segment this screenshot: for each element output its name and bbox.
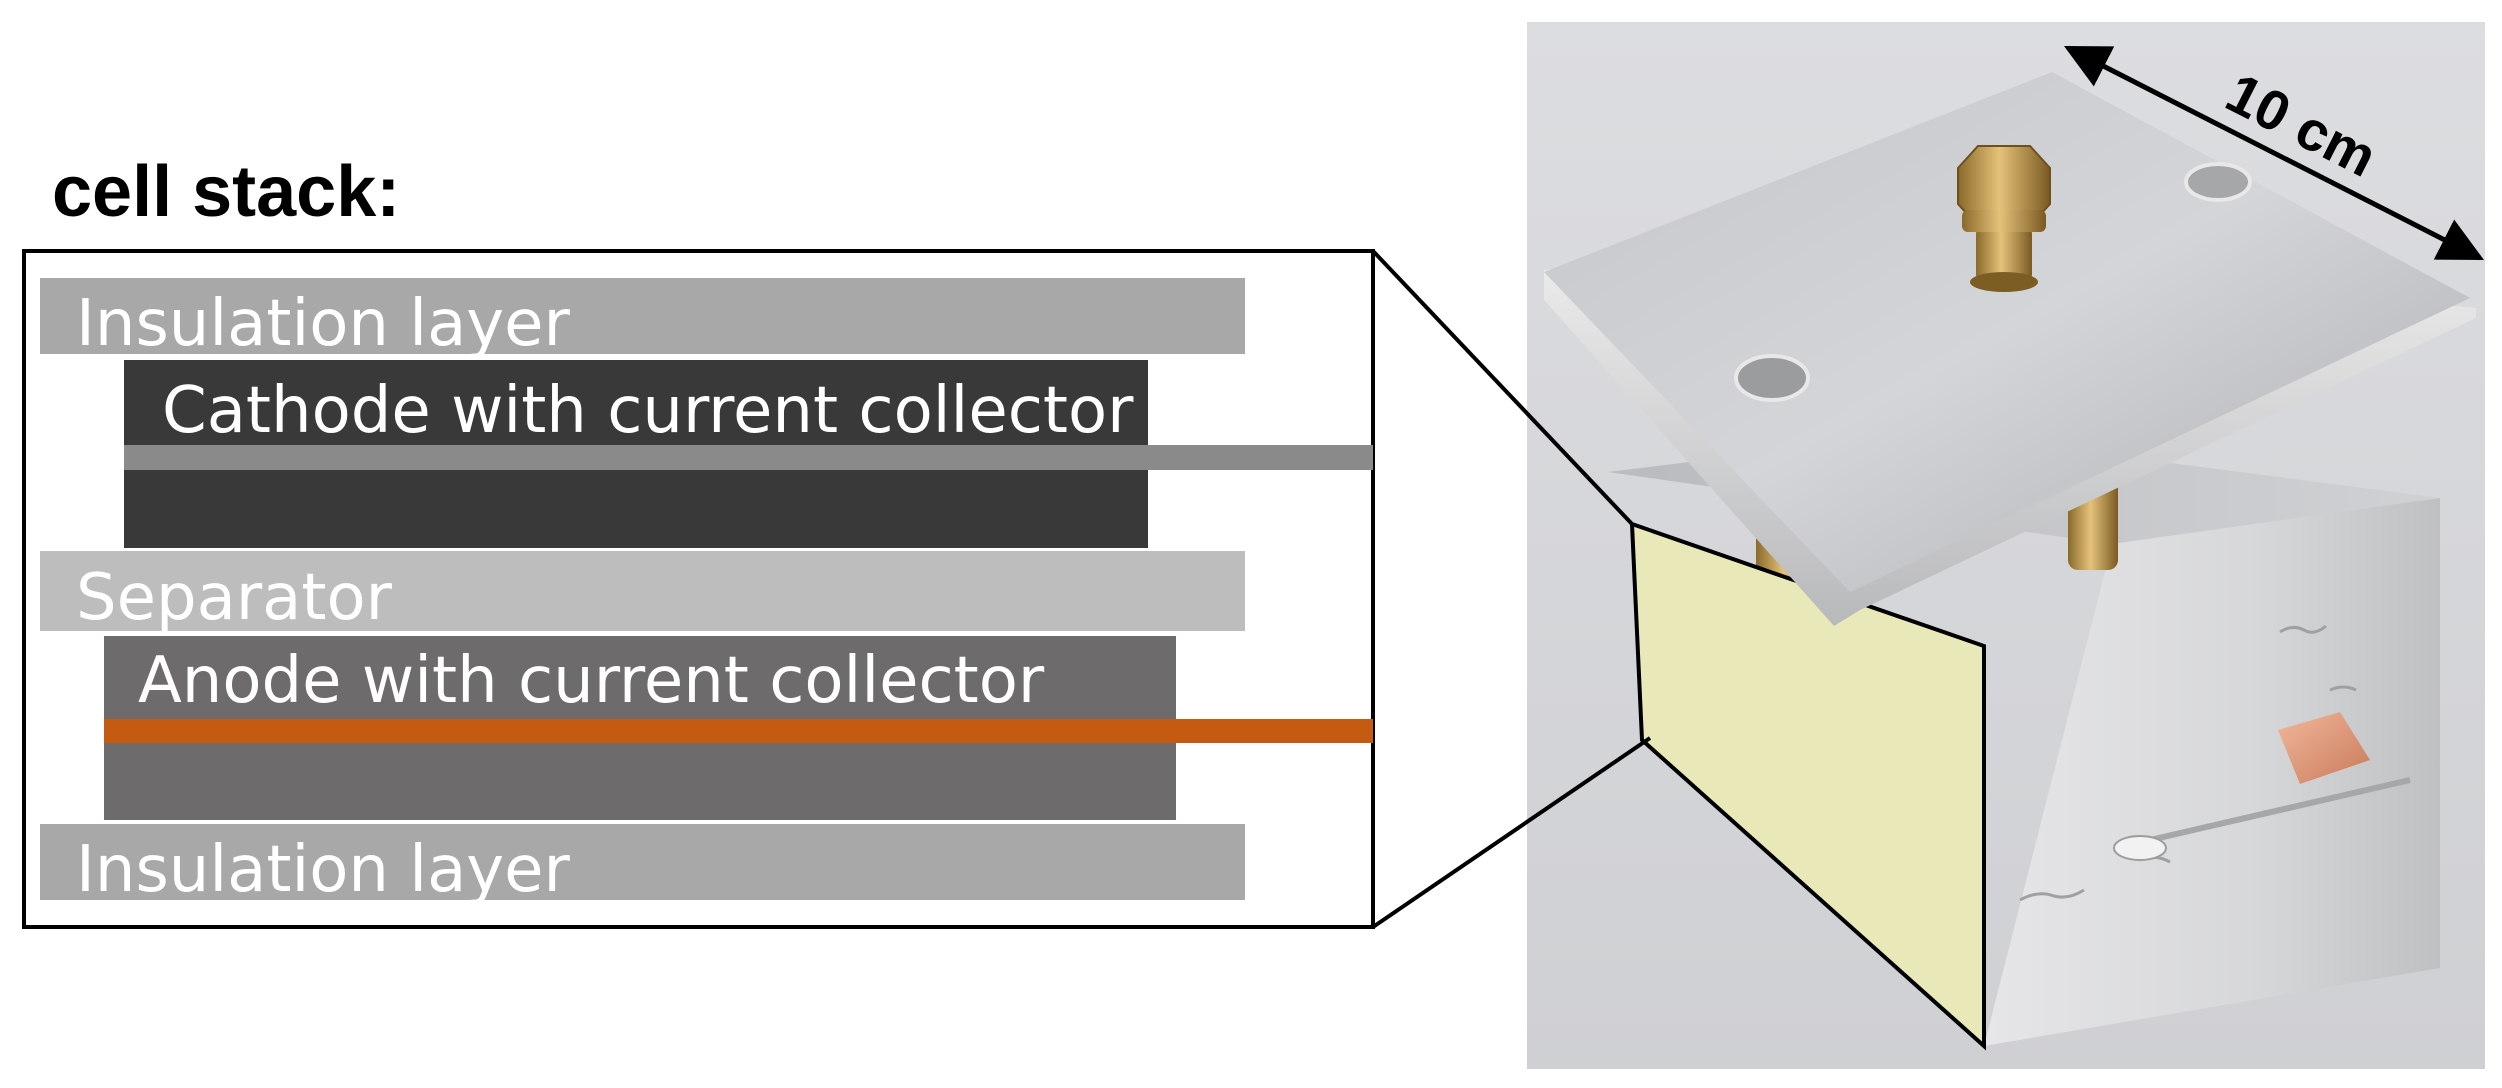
insulation-top-label: Insulation layer [76, 287, 571, 361]
anode-label: Anode with current collector [138, 644, 1045, 718]
insulation-layer-bottom [40, 824, 1245, 900]
box-groove [2149, 777, 2411, 843]
cathode-current-collector [124, 445, 1373, 470]
connector-line-top [1371, 249, 1634, 526]
diagram-title: cell stack: [52, 152, 400, 232]
terminal-base [1970, 272, 2038, 292]
box-right-face [1984, 498, 2440, 1046]
terminal-washer [1962, 210, 2046, 232]
screw-hole-right [2184, 162, 2252, 202]
copper-tab [2278, 712, 2370, 784]
anode-current-collector [104, 719, 1373, 743]
terminal-stem [1976, 226, 2032, 282]
cell-stack-schematic: Insulation layer Cathode with current co… [22, 249, 1375, 929]
separator-layer [40, 551, 1245, 631]
insulation-layer-top [40, 278, 1245, 354]
cathode-label: Cathode with current collector [162, 374, 1134, 448]
dimension-arrow [2063, 45, 2485, 261]
engraving-marks [2019, 624, 2357, 902]
screw-hole-left [1734, 354, 1810, 402]
box-port [2113, 835, 2167, 861]
separator-label: Separator [76, 561, 393, 635]
connector-line-bottom [1371, 736, 1652, 929]
insulation-bottom-label: Insulation layer [76, 833, 571, 907]
